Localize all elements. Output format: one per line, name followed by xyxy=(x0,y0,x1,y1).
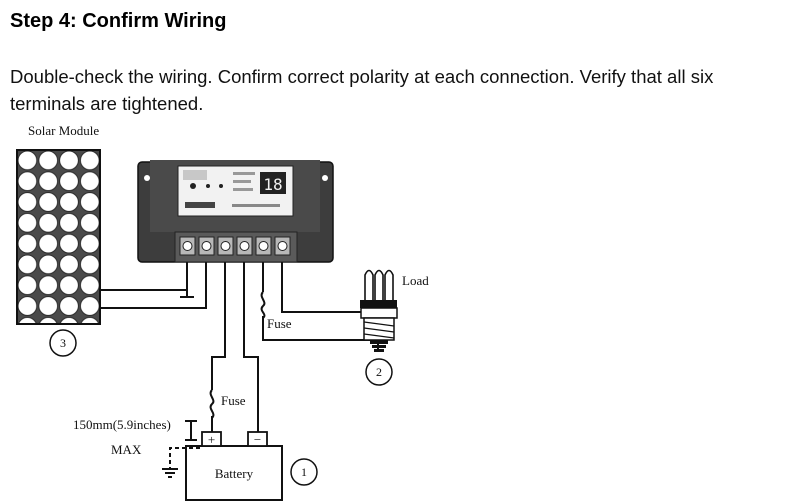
callout-number-load: 2 xyxy=(376,365,382,379)
callout-circle-load xyxy=(365,358,393,386)
callout-number-battery: 1 xyxy=(301,465,307,479)
fuse-load-symbol xyxy=(258,291,268,319)
fuse-battery-label: Fuse xyxy=(221,393,246,408)
ground-symbol-battery xyxy=(162,447,200,478)
cable-length-label: 150mm(5.9inches) xyxy=(73,417,171,432)
callout-circle-battery xyxy=(290,458,318,486)
battery-label: Battery xyxy=(215,466,254,481)
terminal-screws xyxy=(179,236,291,256)
solar-panel-cells xyxy=(16,149,101,325)
cable-length-marker xyxy=(185,420,197,441)
load-label: Load xyxy=(402,273,429,288)
battery-icon xyxy=(185,431,283,501)
max-label: MAX xyxy=(111,442,142,457)
mount-hole-right xyxy=(322,175,328,181)
battery-minus-sign: − xyxy=(254,432,261,447)
load-lamp-icon xyxy=(360,269,398,352)
step-title: Step 4: Confirm Wiring xyxy=(10,10,227,32)
mount-hole-left xyxy=(144,175,150,181)
fuse-battery-symbol xyxy=(207,389,217,419)
battery-body xyxy=(185,445,283,501)
callout-circle-solar xyxy=(49,329,77,357)
fuse-load-label: Fuse xyxy=(267,316,292,331)
wires-solar xyxy=(100,262,207,309)
battery-negative-terminal xyxy=(247,431,268,447)
solar-module-label: Solar Module xyxy=(28,123,99,138)
battery-positive-terminal xyxy=(201,431,222,447)
callout-number-solar: 3 xyxy=(60,336,66,350)
battery-plus-sign: + xyxy=(208,432,215,447)
controller-display-digits: 18 xyxy=(263,175,282,194)
solar-module xyxy=(16,149,101,325)
charge-controller: 18 xyxy=(137,160,334,263)
instruction-text: Double-check the wiring. Confirm correct… xyxy=(10,66,714,114)
